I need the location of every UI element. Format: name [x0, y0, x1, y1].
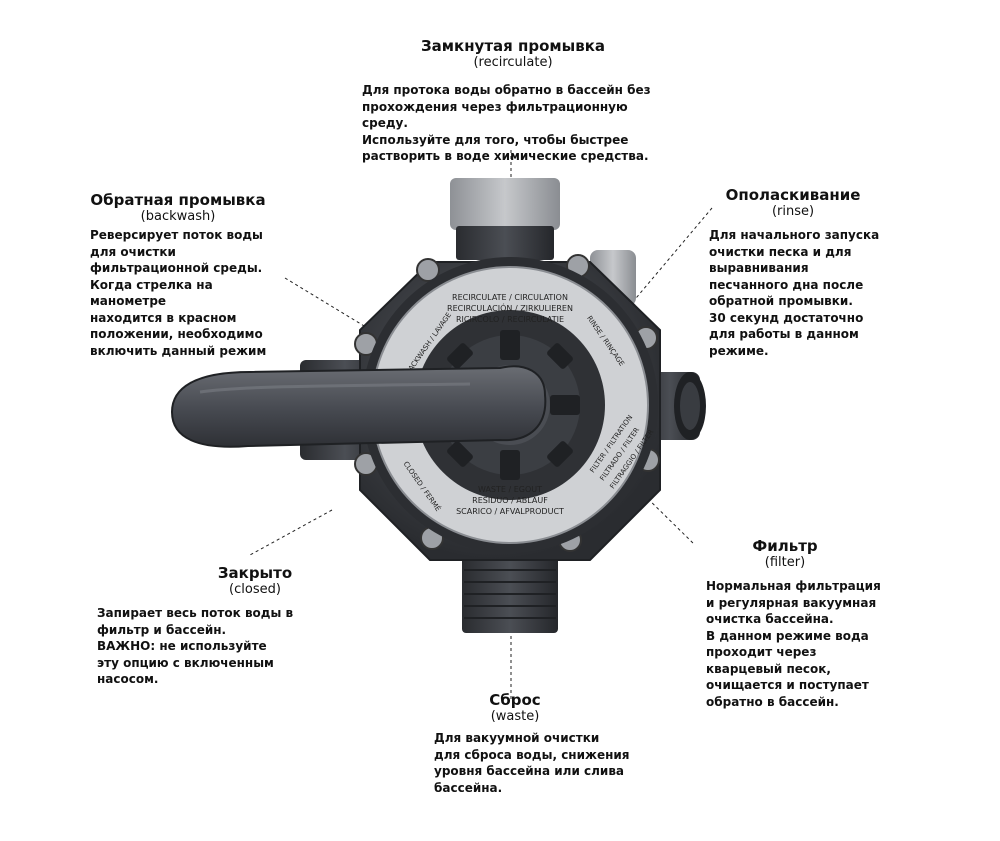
rinse-subtitle: (rinse) [771, 204, 815, 219]
dial-label-recirculate-2: RECIRCULACIÓN / ZIRKULIEREN [447, 302, 573, 313]
closed-description: Запирает весь поток воды в фильтр и басс… [97, 606, 294, 686]
filter-title: Фильтр [752, 537, 818, 555]
dial-label-waste-2: RESIDUO / ABLAUF [472, 496, 548, 505]
callout-backwash: Обратная промывка (backwash) [88, 191, 268, 224]
closed-subtitle: (closed) [229, 582, 281, 597]
rinse-description: Для начального запуска очистки песка и д… [709, 228, 880, 358]
waste-description: Для вакуумной очистки для сброса воды, с… [434, 731, 630, 795]
callout-waste: Сброс (waste) [465, 691, 565, 724]
recirculate-description: Для протока воды обратно в бассейн без п… [362, 83, 651, 163]
dial-label-recirculate-1: RECIRCULATE / CIRCULATION [452, 293, 568, 302]
backwash-description: Реверсирует поток воды для очистки фильт… [90, 228, 267, 358]
dial-label-recirculate-3: RICIRCOLO / RECIRCULATIE [456, 315, 564, 324]
closed-title: Закрыто [217, 564, 293, 582]
waste-title: Сброс [489, 691, 541, 709]
rinse-title: Ополаскивание [725, 186, 861, 204]
callout-closed: Закрыто (closed) [205, 564, 305, 597]
recirculate-subtitle: (recirculate) [473, 55, 553, 70]
callout-rinse: Ополаскивание (rinse) [718, 186, 868, 219]
recirculate-title: Замкнутая промывка [420, 37, 606, 55]
dial-label-waste-1: WASTE / EGOUT [478, 485, 542, 494]
backwash-subtitle: (backwash) [140, 209, 216, 224]
valve-handle[interactable] [170, 365, 547, 448]
top-cap [450, 178, 560, 230]
filter-description: Нормальная фильтрация и регулярная вакуу… [706, 579, 881, 709]
callout-recirculate: Замкнутая промывка (recirculate) [368, 37, 658, 70]
backwash-title: Обратная промывка [90, 191, 266, 209]
filter-subtitle: (filter) [764, 555, 806, 570]
callout-filter: Фильтр (filter) [735, 537, 835, 570]
waste-subtitle: (waste) [490, 709, 540, 724]
dial-label-waste-3: SCARICO / AFVALPRODUCT [456, 507, 564, 516]
